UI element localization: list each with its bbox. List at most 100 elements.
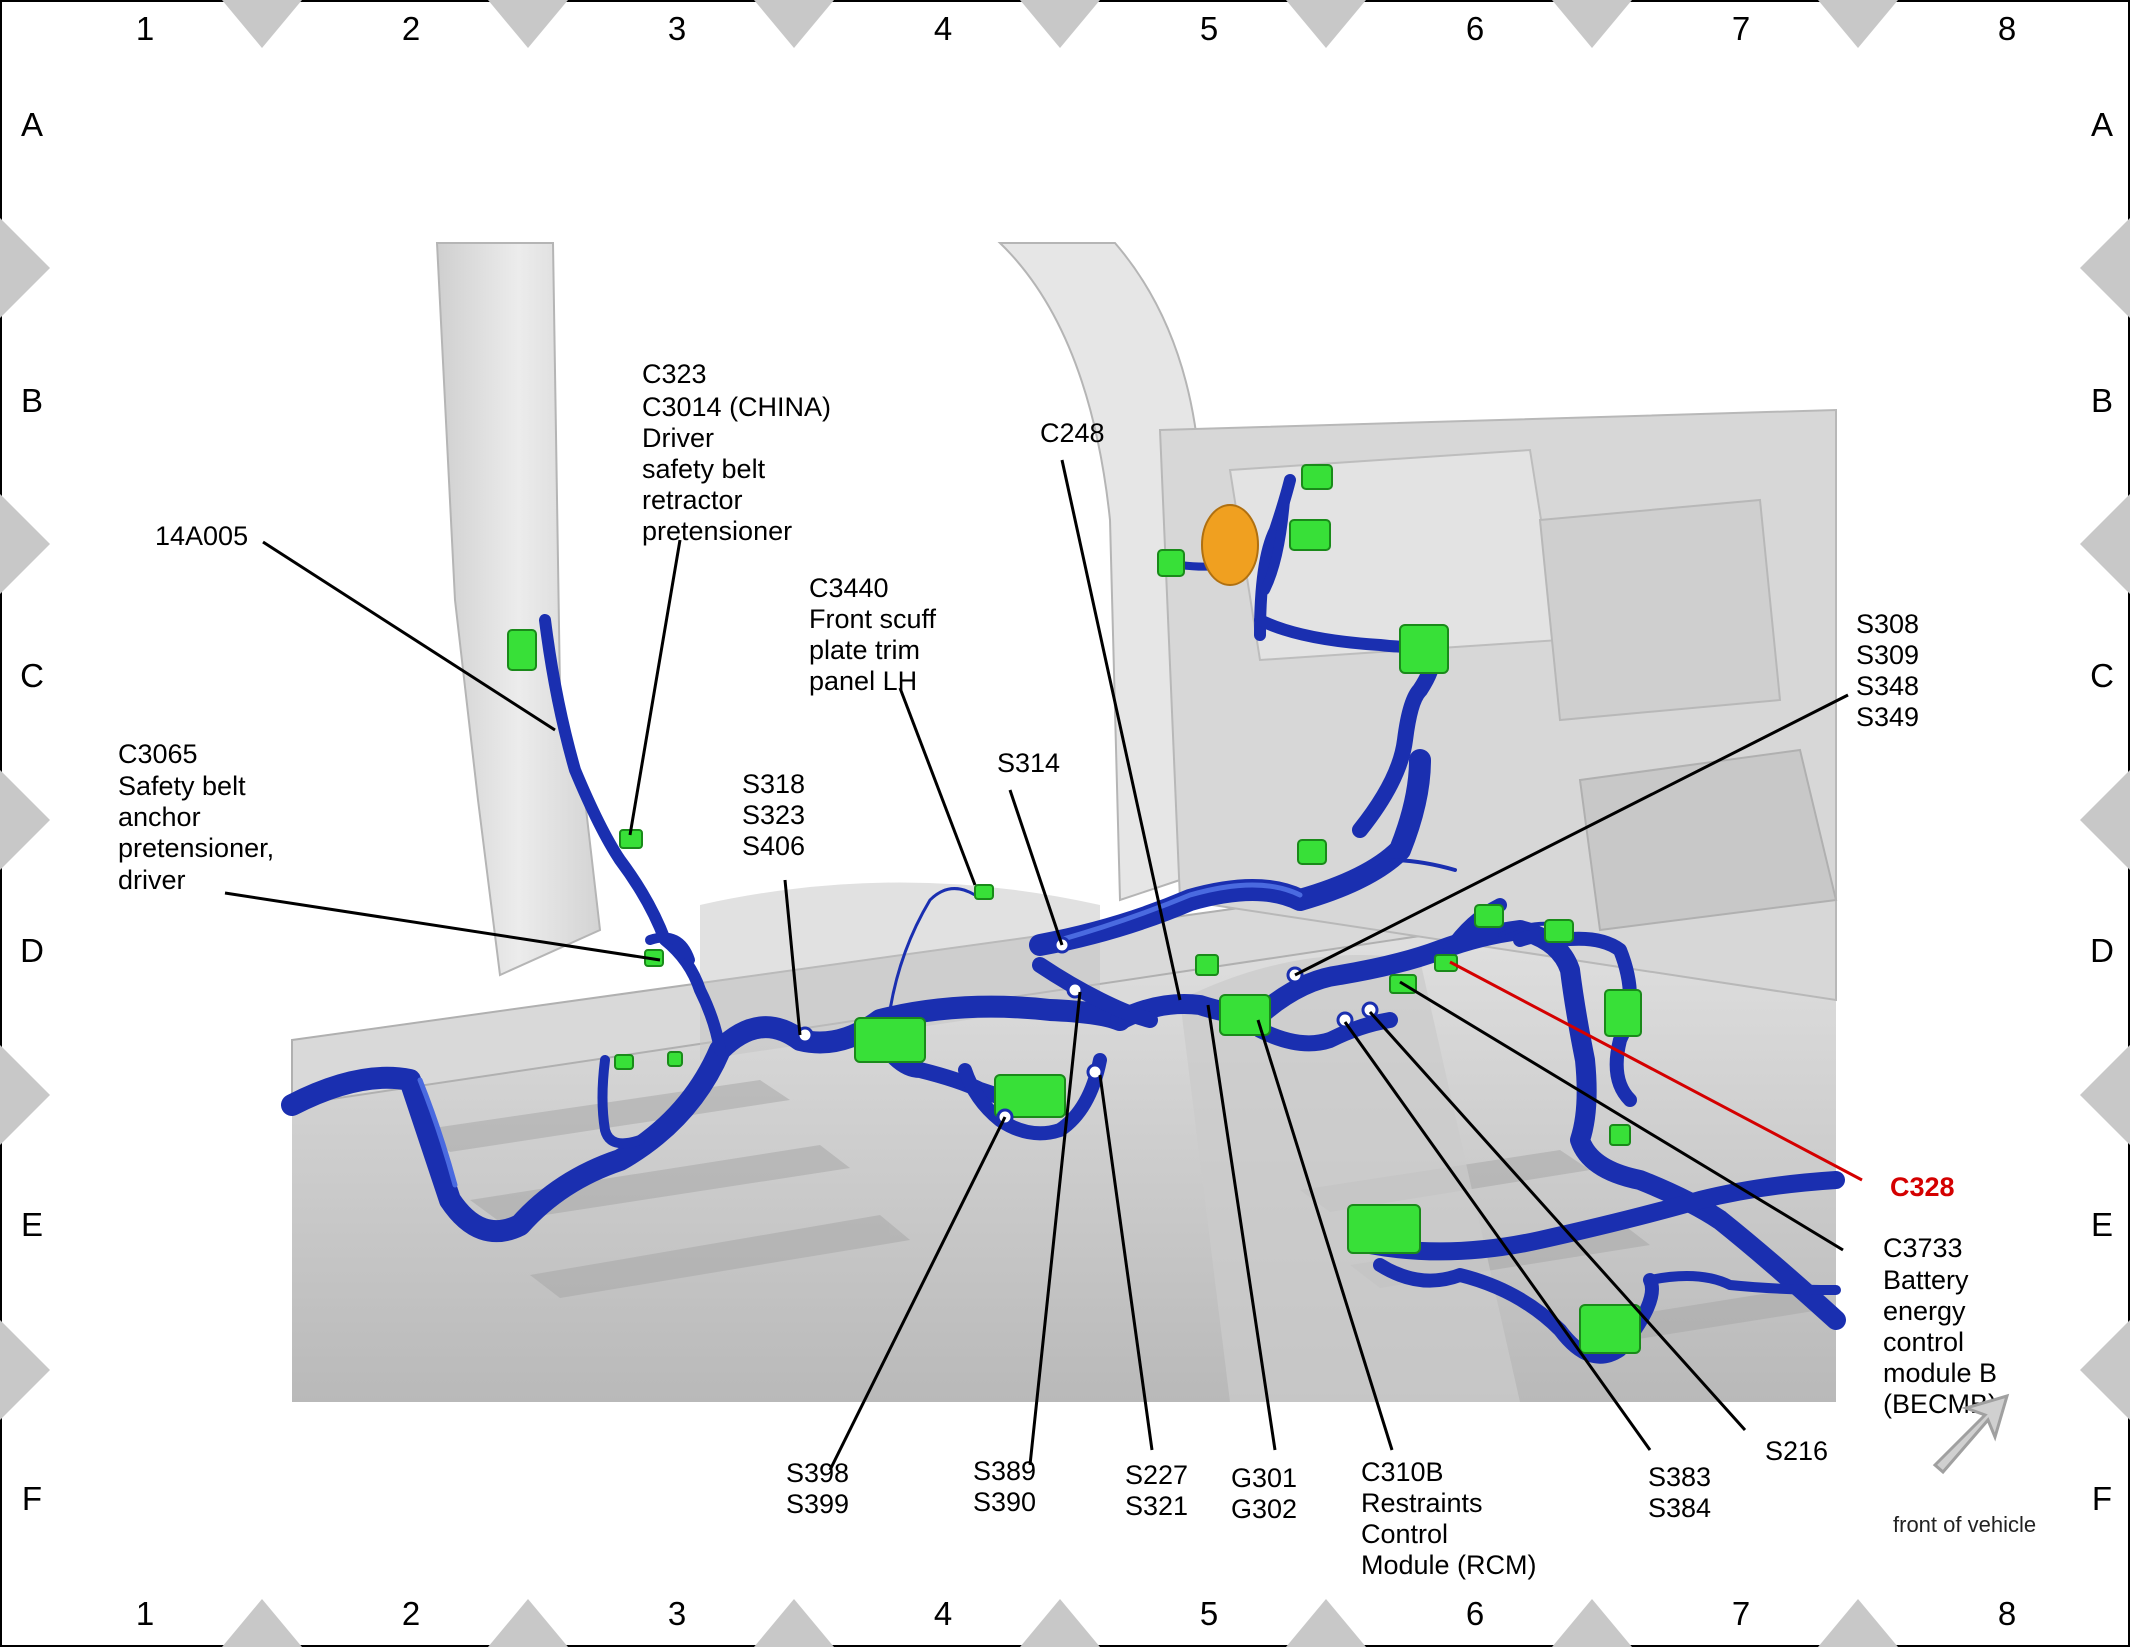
connector-c328 (1434, 954, 1458, 972)
svg-text:S349: S349 (1856, 702, 1919, 732)
grid-row-label: E (2091, 1206, 2113, 1243)
svg-text:module B: module B (1883, 1358, 1997, 1388)
connector-under-seat (994, 1074, 1066, 1118)
svg-text:S321: S321 (1125, 1491, 1188, 1521)
grid-row-label: C (20, 657, 44, 694)
svg-text:anchor: anchor (118, 802, 201, 832)
grid-col-label: 4 (934, 10, 952, 47)
splice-s227 (1086, 1063, 1104, 1081)
callout-14a005: 14A005 (155, 521, 248, 551)
callout-s216: S216 (1765, 1436, 1828, 1466)
svg-text:S314: S314 (997, 748, 1060, 778)
svg-text:S348: S348 (1856, 671, 1919, 701)
grid-row-label: F (2092, 1480, 2112, 1517)
grid-col-label: 6 (1466, 10, 1484, 47)
svg-text:S389: S389 (973, 1456, 1036, 1486)
callout-c248: C248 (1040, 418, 1105, 448)
svg-text:energy: energy (1883, 1296, 1966, 1326)
grid-row-label: B (2091, 382, 2113, 419)
svg-text:S398: S398 (786, 1458, 849, 1488)
connector-c323 (507, 629, 537, 671)
svg-text:panel LH: panel LH (809, 666, 917, 696)
callout-s389: S389 S390 (973, 1456, 1036, 1517)
connectors (507, 464, 1642, 1354)
grid-row-labels-left: A B C D E F (20, 106, 44, 1517)
svg-text:safety belt: safety belt (642, 454, 766, 484)
svg-text:Module (RCM): Module (RCM) (1361, 1550, 1537, 1580)
grid-col-label: 2 (402, 1595, 420, 1632)
grid-col-label: 1 (136, 10, 154, 47)
svg-text:retractor: retractor (642, 485, 743, 515)
front-of-vehicle-caption: front of vehicle (1893, 1512, 2036, 1537)
svg-text:C3014 (CHINA): C3014 (CHINA) (642, 392, 831, 422)
callout-c323: C323 C3014 (CHINA) Driver safety belt re… (642, 359, 831, 546)
svg-text:C3065: C3065 (118, 739, 198, 769)
connector-c3440 (974, 884, 994, 900)
svg-text:G301: G301 (1231, 1463, 1297, 1493)
svg-text:G302: G302 (1231, 1494, 1297, 1524)
grid-row-label: B (21, 382, 43, 419)
ground-terminal-orange (1201, 504, 1259, 586)
svg-text:pretensioner,: pretensioner, (118, 833, 274, 863)
svg-text:S216: S216 (1765, 1436, 1828, 1466)
leader-lines (224, 459, 1863, 1471)
a-pillar (997, 242, 1202, 902)
callout-s398: S398 S399 (786, 1458, 849, 1519)
callout-g301: G301 G302 (1231, 1463, 1297, 1524)
svg-text:14A005: 14A005 (155, 521, 248, 551)
connector-rcm (1219, 994, 1271, 1036)
svg-text:C323: C323 (642, 359, 707, 389)
grid-col-label: 3 (668, 1595, 686, 1632)
connector-c248 (1195, 954, 1219, 976)
grid-column-labels-top: 1 2 3 4 5 6 7 8 (136, 10, 2016, 47)
svg-text:S308: S308 (1856, 609, 1919, 639)
arrow-icon (1932, 1393, 2010, 1475)
svg-text:C3440: C3440 (809, 573, 889, 603)
center-tunnel (1180, 955, 1520, 1402)
grid-row-label: E (21, 1206, 43, 1243)
grid-col-label: 6 (1466, 1595, 1484, 1632)
svg-text:Restraints: Restraints (1361, 1488, 1483, 1518)
front-of-vehicle-indicator: front of vehicle (1893, 1393, 2036, 1537)
svg-text:control: control (1883, 1327, 1964, 1357)
grid-row-label: F (22, 1480, 42, 1517)
grid-row-label: D (2090, 932, 2114, 969)
svg-text:S384: S384 (1648, 1493, 1711, 1523)
grid-col-label: 8 (1998, 10, 2016, 47)
callout-s383: S383 S384 (1648, 1462, 1711, 1523)
svg-text:plate trim: plate trim (809, 635, 920, 665)
callout-c3733: C3733 Battery energy control module B (B… (1883, 1233, 1997, 1419)
callout-c310b: C310B Restraints Control Module (RCM) (1361, 1457, 1537, 1580)
svg-text:C328: C328 (1890, 1172, 1955, 1202)
svg-text:S399: S399 (786, 1489, 849, 1519)
svg-text:pretensioner: pretensioner (642, 516, 792, 546)
grid-col-label: 5 (1200, 1595, 1218, 1632)
grid-col-label: 8 (1998, 1595, 2016, 1632)
splices (796, 936, 1379, 1126)
svg-text:S323: S323 (742, 800, 805, 830)
grid-column-labels-bottom: 1 2 3 4 5 6 7 8 (136, 1595, 2016, 1632)
svg-text:Control: Control (1361, 1519, 1448, 1549)
grid-row-labels-right: A B C D E F (2090, 106, 2114, 1517)
svg-text:Battery: Battery (1883, 1265, 1969, 1295)
svg-text:S406: S406 (742, 831, 805, 861)
svg-text:Safety belt: Safety belt (118, 771, 246, 801)
svg-text:C310B: C310B (1361, 1457, 1444, 1487)
callout-s308: S308 S309 S348 S349 (1856, 609, 1919, 732)
callout-c3440: C3440 Front scuff plate trim panel LH (809, 573, 937, 696)
grid-row-label: C (2090, 657, 2114, 694)
grid-col-label: 3 (668, 10, 686, 47)
b-pillar (435, 242, 602, 977)
callout-s227: S227 S321 (1125, 1460, 1188, 1521)
splice-s383 (1336, 1011, 1354, 1029)
callout-c3065: C3065 Safety belt anchor pretensioner, d… (118, 739, 274, 895)
svg-text:S318: S318 (742, 769, 805, 799)
svg-text:Front scuff: Front scuff (809, 604, 937, 634)
callout-s318: S318 S323 S406 (742, 769, 805, 861)
grid-col-label: 5 (1200, 10, 1218, 47)
grid-col-label: 4 (934, 1595, 952, 1632)
splice-s216 (1361, 1001, 1379, 1019)
callout-c328: C328 (1890, 1172, 1955, 1202)
